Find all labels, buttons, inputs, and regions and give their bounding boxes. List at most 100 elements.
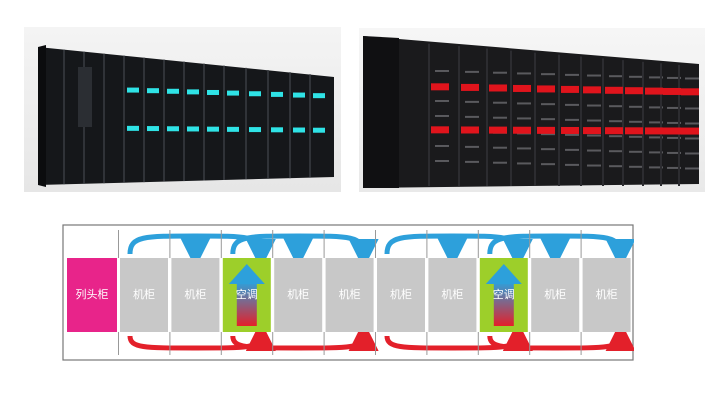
hot-indicator-light [663, 127, 681, 135]
hot-indicator-light [431, 126, 449, 134]
cabinet-label: 机柜 [287, 287, 309, 301]
shelf-line [517, 162, 531, 165]
shelf-line [685, 122, 699, 125]
shelf-line [493, 146, 507, 149]
shelf-line [541, 148, 555, 151]
cabinet-label: 机柜 [596, 287, 618, 301]
shelf-line [541, 73, 555, 76]
cold-indicator-light [271, 91, 283, 97]
hot-indicator-light [605, 127, 623, 135]
shelf-line [493, 116, 507, 119]
cabinet-label: 机柜 [184, 287, 206, 301]
hot-indicator-light [663, 87, 681, 95]
shelf-line [609, 120, 623, 123]
shelf-line [435, 144, 449, 147]
shelf-line [685, 167, 699, 170]
cold-indicator-light [271, 127, 283, 133]
hot-indicator-light [461, 126, 479, 134]
ac-unit-label: 空调 [493, 287, 515, 301]
shelf-line [629, 120, 643, 123]
cold-indicator-light [207, 126, 219, 132]
cold-indicator-light [127, 87, 139, 93]
cold-indicator-light [167, 88, 179, 94]
hot-indicator-light [431, 83, 449, 91]
shelf-line [517, 72, 531, 75]
shelf-line [565, 118, 579, 121]
cabinet-label: 机柜 [339, 287, 361, 301]
cabinet [171, 258, 220, 332]
shelf-line [493, 71, 507, 74]
cold-indicator-light [187, 89, 199, 95]
hot-indicator-light [583, 127, 601, 135]
shelf-line [685, 107, 699, 110]
rack-row-cold-illustration [38, 45, 334, 187]
shelf-line [435, 69, 449, 72]
control-panel [78, 67, 92, 127]
row-head-label: 列头柜 [76, 287, 109, 301]
ac-arrow-head-icon [485, 264, 522, 284]
shelf-line [465, 100, 479, 103]
shelf-line [649, 121, 663, 124]
cabinet [274, 258, 323, 332]
shelf-line [587, 119, 601, 122]
hot-indicator-light [681, 127, 699, 135]
cabinet [377, 258, 425, 332]
hot-indicator-light [537, 85, 555, 93]
shelf-line [465, 70, 479, 73]
shelf-line [629, 150, 643, 153]
hot-airflow-arrow [230, 321, 379, 352]
shelf-line [541, 133, 555, 136]
shelf-line [649, 151, 663, 154]
hot-indicator-light [561, 85, 579, 93]
cold-indicator-light [147, 126, 159, 132]
shelf-line [465, 160, 479, 163]
shelf-line [685, 77, 699, 80]
row-head-cabinet [67, 258, 117, 332]
shelf-line [667, 136, 681, 139]
hot-indicator-light [489, 84, 507, 92]
hot-airflow-arrow [384, 321, 533, 352]
shelf-line [629, 165, 643, 168]
cabinet [531, 258, 580, 332]
cold-indicator-light [293, 92, 305, 98]
shelf-line [667, 166, 681, 169]
cold-indicator-light [249, 127, 261, 133]
cold-indicator-light [127, 125, 139, 131]
cold-indicator-light [147, 88, 159, 94]
server-rack-photo-right [359, 28, 705, 192]
cold-indicator-light [249, 91, 261, 97]
shelf-line [685, 152, 699, 155]
shelf-line [435, 114, 449, 117]
shelf-line [493, 161, 507, 164]
cabinet [325, 258, 374, 332]
shelf-line [685, 137, 699, 140]
cabinet-label: 机柜 [390, 287, 412, 301]
hot-airflow-arrow [127, 321, 276, 352]
hot-airflow-arrow [487, 321, 634, 352]
shelf-line [565, 133, 579, 136]
cabinet-label: 机柜 [544, 287, 566, 301]
ac-airflow-up-icon [493, 282, 514, 326]
shelf-line [649, 136, 663, 139]
shelf-line [667, 106, 681, 109]
shelf-line [629, 105, 643, 108]
rack-row-hot-illustration [363, 36, 699, 188]
shelf-line [435, 99, 449, 102]
shelf-line [649, 106, 663, 109]
cabinet [120, 258, 168, 332]
shelf-line [609, 75, 623, 78]
shelf-line [587, 134, 601, 137]
hot-indicator-light [645, 87, 663, 95]
shelf-line [609, 165, 623, 168]
hot-indicator-light [645, 127, 663, 135]
hot-indicator-light [561, 126, 579, 134]
cold-indicator-light [313, 93, 325, 99]
shelf-line [609, 105, 623, 108]
shelf-line [667, 151, 681, 154]
hot-indicator-light [513, 84, 531, 92]
cabinet [428, 258, 477, 332]
shelf-line [465, 115, 479, 118]
hot-indicator-light [489, 126, 507, 134]
shelf-line [629, 75, 643, 78]
cold-indicator-light [167, 126, 179, 132]
